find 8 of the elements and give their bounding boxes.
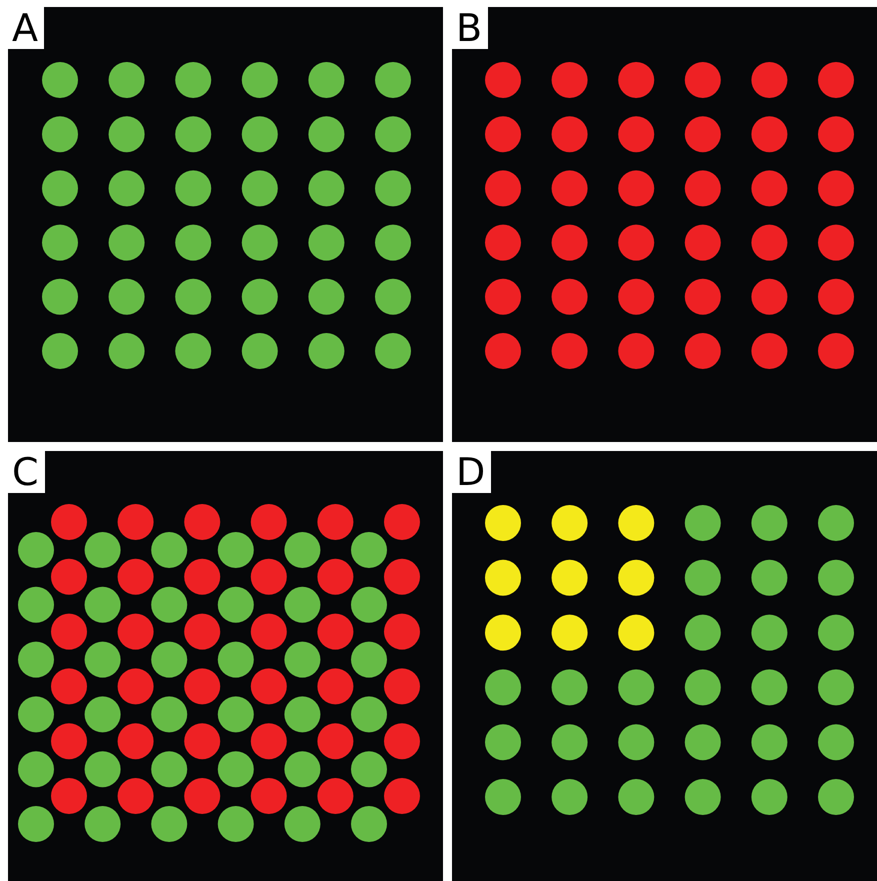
image-panel (8, 7, 443, 442)
panel-letter: C (8, 451, 45, 493)
image-panel (8, 451, 443, 881)
image-panel (452, 451, 877, 881)
panel-letter: D (452, 451, 492, 493)
panel-letter: A (8, 7, 44, 49)
panel-letter: B (452, 7, 488, 49)
image-panel (452, 7, 877, 442)
